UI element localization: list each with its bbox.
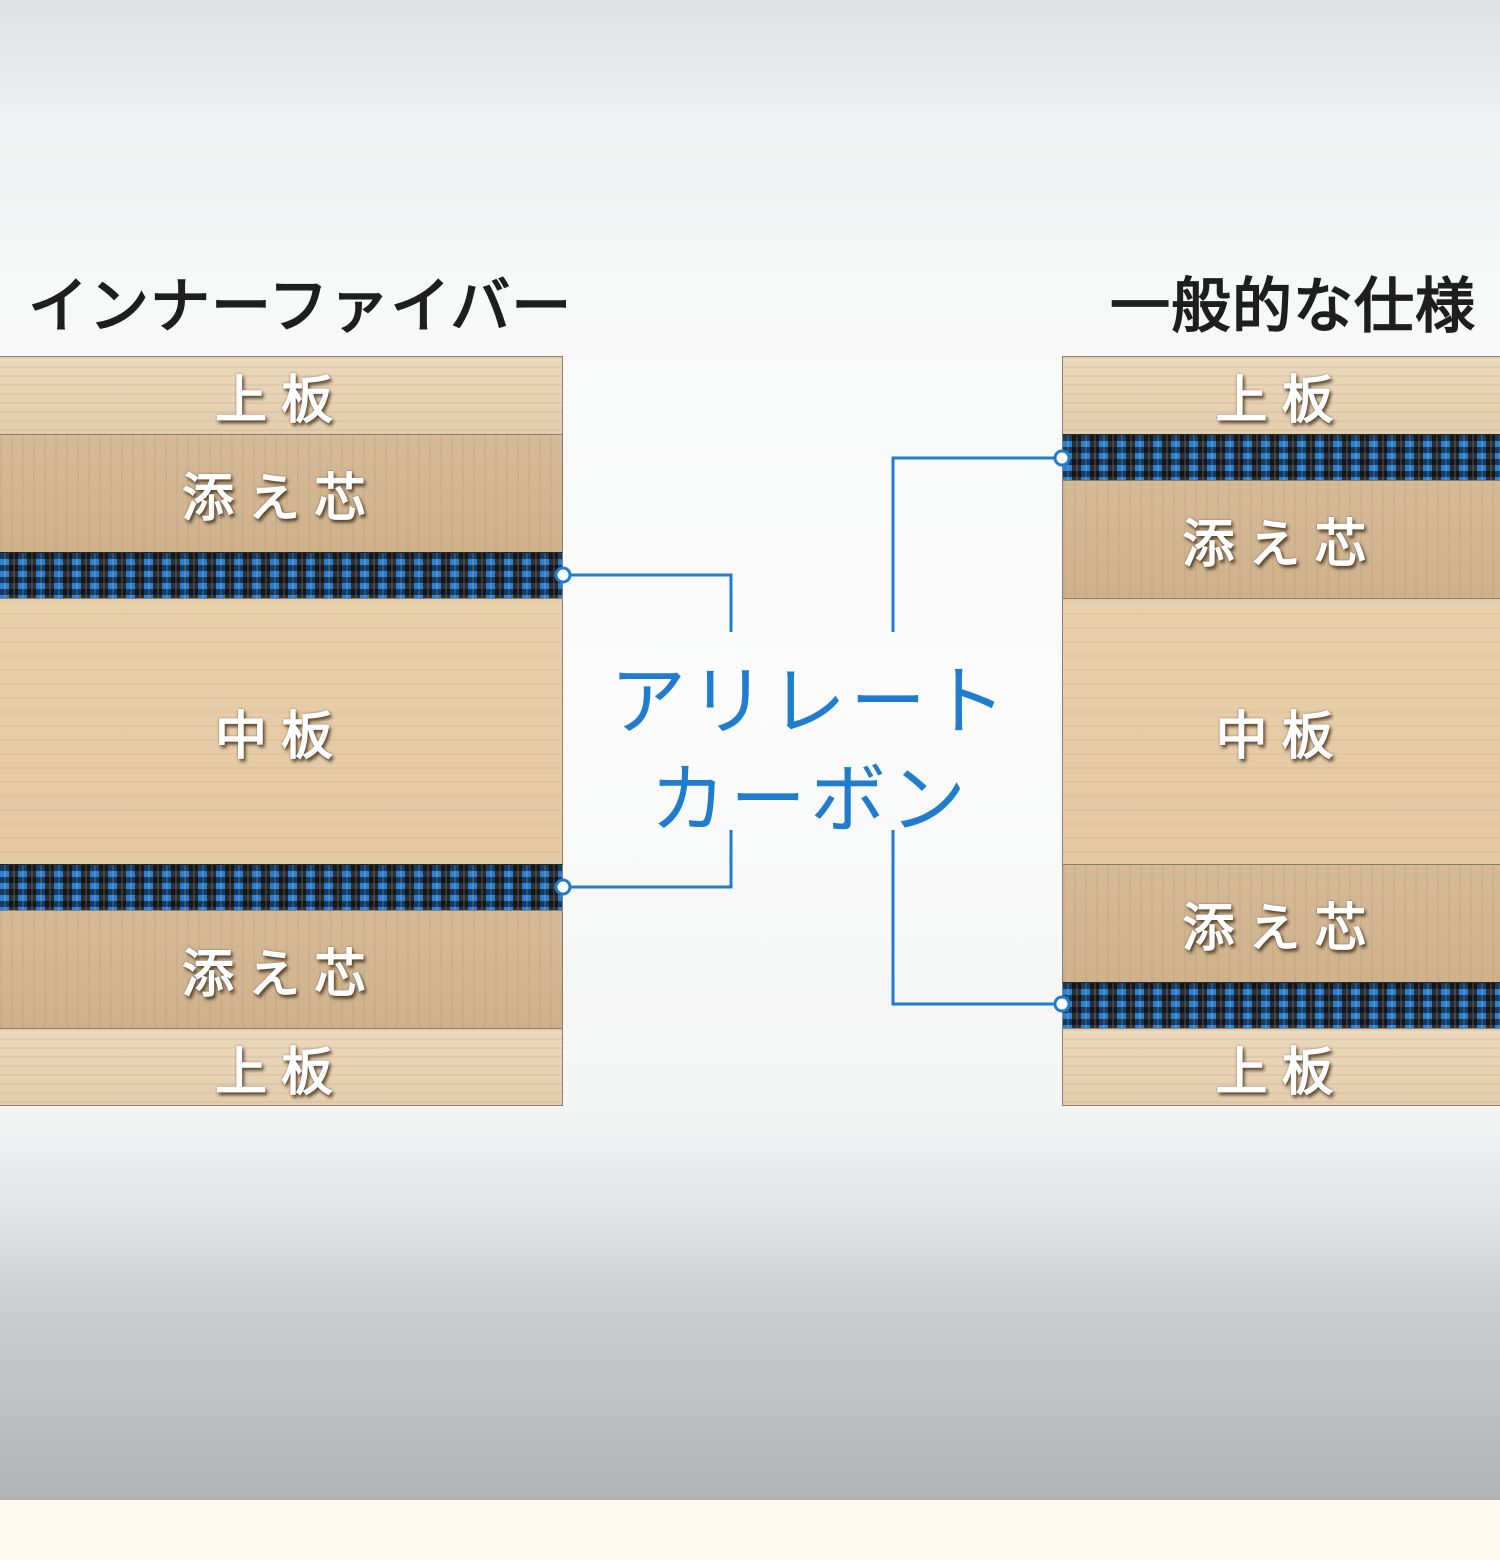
connector-dot <box>554 566 572 584</box>
layer-middle-ply: 中板 <box>0 598 563 864</box>
layer-carbon <box>0 864 563 910</box>
layer-label: 上板 <box>1215 1042 1348 1103</box>
callout-label-line2: カーボン <box>650 755 970 844</box>
layer-sub-core: 添え芯 <box>0 910 563 1028</box>
layer-label: 上板 <box>1215 371 1348 431</box>
layer-label: 添え芯 <box>1182 515 1381 575</box>
layer-label: 添え芯 <box>181 469 380 529</box>
layer-top-ply: 上板 <box>0 356 563 434</box>
layer-middle-ply: 中板 <box>1062 598 1500 864</box>
layer-sub-core: 添え芯 <box>1062 480 1500 598</box>
left-panel-title: インナーファイバー <box>28 272 573 342</box>
layer-top-ply: 上板 <box>1062 356 1500 434</box>
layer-carbon <box>0 552 563 598</box>
connector-dot <box>1053 449 1071 467</box>
left-layer-stack: 上板 添え芯 中板 添え芯 上板 <box>0 356 563 1106</box>
layer-sub-core: 添え芯 <box>0 434 563 552</box>
layer-top-ply: 上板 <box>0 1028 563 1106</box>
connector-dot <box>554 878 572 896</box>
layer-label: 添え芯 <box>1182 899 1381 959</box>
layer-carbon <box>1062 434 1500 480</box>
layer-label: 上板 <box>214 1042 347 1103</box>
layer-carbon <box>1062 982 1500 1028</box>
layer-label: 上板 <box>214 371 347 431</box>
connector-left-upper <box>563 573 733 632</box>
connector-left-lower <box>563 830 733 889</box>
footer-strip <box>0 1500 1500 1560</box>
layer-label: 添え芯 <box>181 945 380 1005</box>
layer-label: 中板 <box>214 707 347 767</box>
right-panel-title: 一般的な仕様 <box>1110 272 1476 342</box>
connector-dot <box>1053 995 1071 1013</box>
callout-label-line1: アリレート <box>610 657 1010 746</box>
right-layer-stack: 上板 添え芯 中板 添え芯 上板 <box>1062 356 1500 1106</box>
connector-right-lower <box>891 830 1062 1006</box>
layer-top-ply: 上板 <box>1062 1028 1500 1106</box>
layer-label: 中板 <box>1215 707 1348 767</box>
callout-connectors <box>554 449 1071 1013</box>
connector-right-upper <box>891 456 1062 632</box>
layer-sub-core: 添え芯 <box>1062 864 1500 982</box>
